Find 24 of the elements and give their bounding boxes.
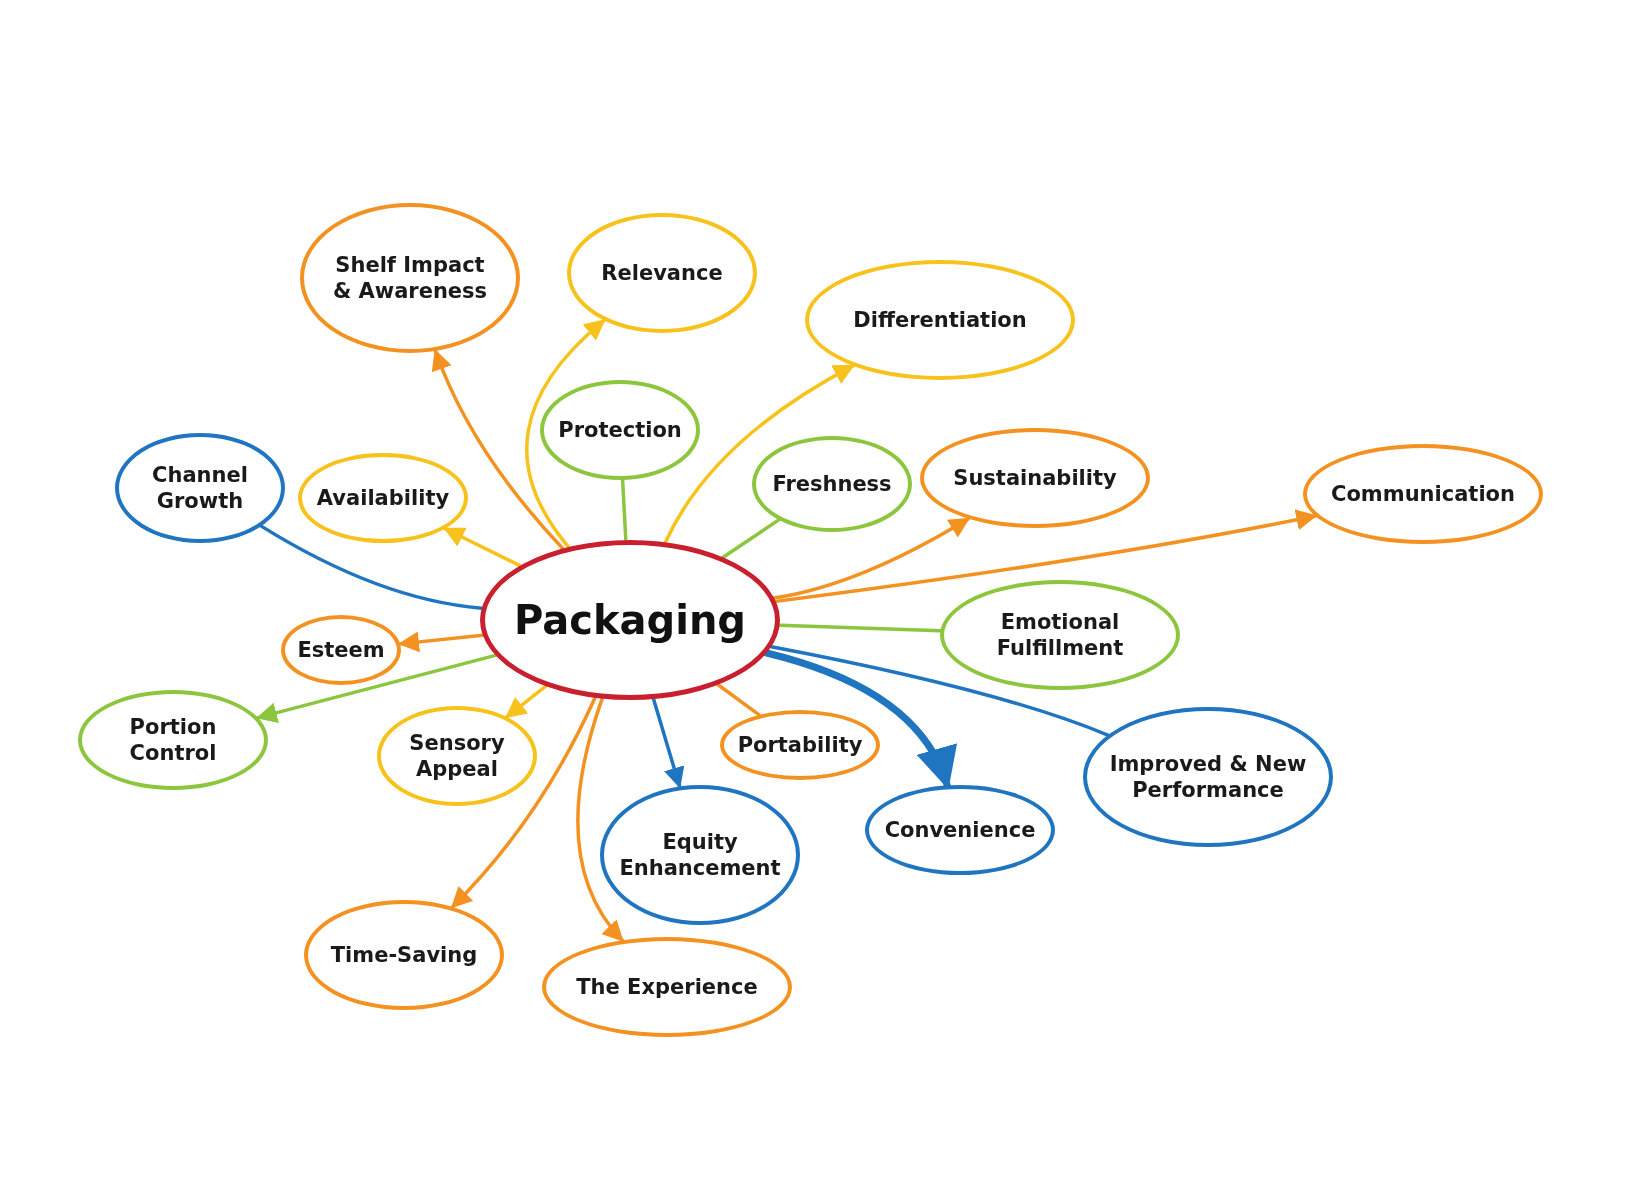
topic-label: Sustainability: [953, 464, 1117, 492]
topic-label: Communication: [1331, 480, 1515, 508]
topic-label: Availability: [316, 484, 450, 512]
topic-label: Sensory Appeal: [408, 729, 506, 783]
topic-label: Shelf Impact & Awareness: [331, 251, 489, 305]
topic-label: Relevance: [601, 259, 723, 287]
topic-label: Esteem: [297, 636, 385, 664]
topic-label: Portability: [737, 731, 863, 759]
topic-label: Portion Control: [128, 713, 218, 767]
arrow: [443, 526, 522, 568]
topic-label: Channel Growth: [151, 461, 249, 515]
topic-label: The Experience: [576, 973, 758, 1001]
arrow: [505, 684, 548, 719]
topic-label: Convenience: [884, 816, 1036, 844]
arrow: [525, 318, 606, 549]
topic-label: Equity Enhancement: [619, 828, 781, 882]
topic-label: Time-Saving: [330, 941, 478, 969]
topic-label: Protection: [558, 416, 682, 444]
topic-label: Packaging: [514, 596, 746, 645]
arrow: [256, 653, 498, 724]
topic-label: Emotional Fulfillment: [995, 608, 1125, 662]
topic-label: Differentiation: [853, 306, 1027, 334]
topic-label: Improved & New Performance: [1108, 750, 1308, 804]
topic-label: Freshness: [772, 470, 892, 498]
